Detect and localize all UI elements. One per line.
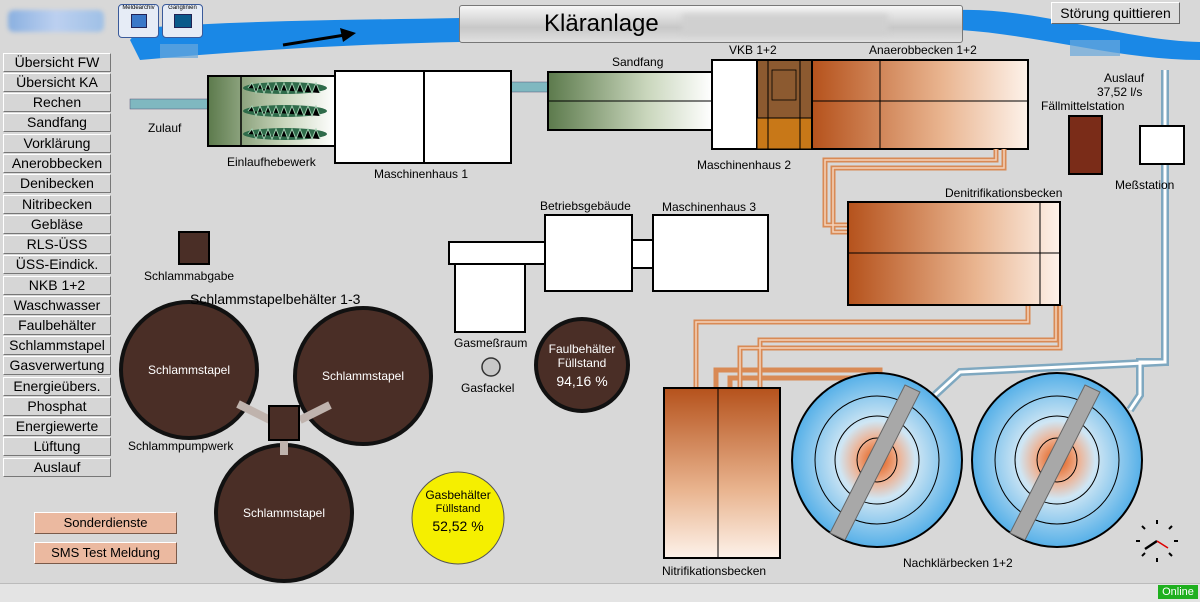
stapel-2 — [293, 306, 433, 446]
nav-button[interactable]: Nitribecken — [3, 195, 111, 214]
nitri-tank — [663, 387, 781, 559]
river-right — [960, 9, 1200, 60]
gas-circle — [411, 471, 505, 565]
maschinenhaus3-label: Maschinenhaus 3 — [662, 200, 757, 214]
meldearchiv-button[interactable]: Meldearchiv — [118, 4, 159, 38]
nav-button[interactable]: Gebläse — [3, 215, 111, 234]
nav-button[interactable]: Faulbehälter — [3, 316, 111, 335]
anaerob-label: Anaerobbecken 1+2 — [869, 43, 977, 57]
nav-button[interactable]: Schlammstapel — [3, 336, 111, 355]
pumpwerk-box — [268, 405, 300, 441]
archive-icon — [130, 14, 147, 28]
nav-button[interactable]: Energiewerte — [3, 417, 111, 436]
faul-sub: Füllstand — [557, 356, 607, 370]
schlammabgabe-box — [178, 231, 210, 265]
maschinenhaus3-box — [652, 214, 769, 292]
page-title: Kläranlage — [544, 10, 659, 37]
maschinenhaus2-label: Maschinenhaus 2 — [697, 158, 792, 172]
stapel-2-label: Schlammstapel — [321, 369, 405, 383]
stapel-3-label: Schlammstapel — [242, 506, 326, 520]
gasmess-box — [454, 263, 526, 333]
zulauf-label: Zulauf — [148, 121, 182, 135]
logo — [8, 10, 104, 32]
nav-button[interactable]: Energieübers. — [3, 377, 111, 396]
maschinenhaus1-label: Maschinenhaus 1 — [374, 167, 469, 181]
nav-button[interactable]: Übersicht KA — [3, 73, 111, 92]
auslauf-value: 37,52 l/s — [1097, 85, 1143, 99]
gas-title: Gasbehälter — [425, 488, 491, 502]
gasfackel-label: Gasfackel — [461, 381, 515, 395]
messstation-label: Meßstation — [1115, 178, 1175, 192]
anaerob-tank — [811, 59, 1029, 150]
stapel-1 — [119, 300, 259, 440]
nav-button[interactable]: Waschwasser — [3, 296, 111, 315]
nav-button[interactable]: Rechen — [3, 93, 111, 112]
ganglinien-label: Ganglinien — [168, 5, 197, 11]
nav-button[interactable]: Phosphat — [3, 397, 111, 416]
title-redacted — [682, 14, 888, 34]
nkb-label: Nachklärbecken 1+2 — [903, 556, 1013, 570]
nav-button[interactable]: RLS-ÜSS — [3, 235, 111, 254]
pumpwerk-label: Schlammpumpwerk — [128, 439, 234, 453]
gas-value: 52,52 % — [432, 518, 484, 534]
flow-arrow — [282, 33, 346, 47]
nav-button[interactable]: Lüftung — [3, 437, 111, 456]
nav-button[interactable]: Anerobbecken — [3, 154, 111, 173]
nav-button[interactable]: Auslauf — [3, 458, 111, 477]
trend-icon — [173, 14, 192, 28]
betrieb-label: Betriebsgebäude — [540, 199, 631, 213]
messstation-box — [1139, 125, 1185, 165]
clock-icon — [1134, 518, 1180, 564]
schlammabgabe-label: Schlammabgabe — [144, 269, 235, 283]
nkb-2 — [971, 372, 1143, 548]
status-online: Online — [1158, 585, 1198, 599]
faul-circle — [534, 317, 630, 413]
faul-value: 94,16 % — [556, 373, 608, 389]
faellmittel-tank — [1068, 115, 1103, 175]
ack-button[interactable]: Störung quittieren — [1051, 2, 1180, 24]
faul-title: Faulbehälter — [548, 342, 616, 356]
nav-button[interactable]: Vorklärung — [3, 134, 111, 153]
sms-test-button[interactable]: SMS Test Meldung — [34, 542, 177, 564]
vkb-label: VKB 1+2 — [729, 43, 777, 57]
einlaufhebewerk-label: Einlaufhebewerk — [227, 155, 316, 169]
title-bar: Kläranlage — [459, 5, 963, 43]
faellmittel-label: Fällmittelstation — [1041, 99, 1125, 113]
betrieb-box — [544, 214, 633, 292]
nav-button[interactable]: NKB 1+2 — [3, 276, 111, 295]
nav-button[interactable]: Übersicht FW — [3, 53, 111, 72]
stapel-title: Schlammstapelbehälter 1-3 — [190, 291, 361, 307]
ganglinien-button[interactable]: Ganglinien — [162, 4, 203, 38]
river — [130, 18, 460, 60]
nav-button[interactable]: Denibecken — [3, 174, 111, 193]
nitri-label: Nitrifikationsbecken — [662, 564, 767, 578]
gas-sub: Füllstand — [435, 503, 481, 515]
stapel-1-label: Schlammstapel — [147, 363, 231, 377]
sandfang-label: Sandfang — [612, 55, 664, 69]
gasmess-label: Gasmeßraum — [454, 336, 528, 350]
gasfackel-circle — [481, 357, 501, 377]
nav-button[interactable]: Sandfang — [3, 113, 111, 132]
maschinenhaus2-box — [711, 59, 758, 150]
nav-button[interactable]: ÜSS-Eindick. — [3, 255, 111, 274]
status-bar — [0, 583, 1200, 602]
meldearchiv-label: Meldearchiv — [122, 5, 155, 11]
auslauf-label: Auslauf — [1104, 71, 1145, 85]
nav-button[interactable]: Gasverwertung — [3, 356, 111, 375]
deni-label: Denitrifikationsbecken — [945, 186, 1063, 200]
nkb-1 — [791, 372, 963, 548]
sonderdienste-button[interactable]: Sonderdienste — [34, 512, 177, 534]
